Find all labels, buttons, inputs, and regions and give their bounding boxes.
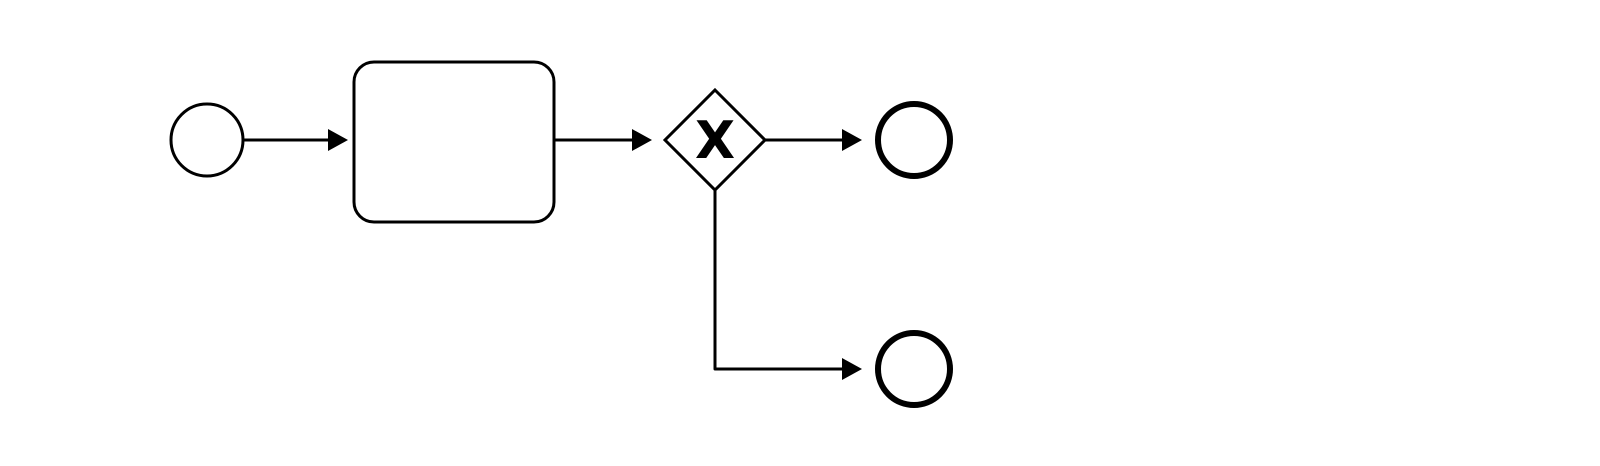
gateway-x-marker: X: [695, 111, 735, 171]
task[interactable]: [352, 60, 556, 224]
sequence-flow-task-to-gateway: [545, 129, 652, 151]
sequence-flow-start-to-task: [239, 129, 348, 151]
exclusive-gateway[interactable]: X: [662, 87, 768, 193]
sequence-flow-gateway-to-end-2: [713, 190, 862, 380]
end-event-top[interactable]: [875, 101, 953, 179]
end-event-bottom[interactable]: [875, 330, 953, 408]
start-event[interactable]: [169, 102, 245, 178]
